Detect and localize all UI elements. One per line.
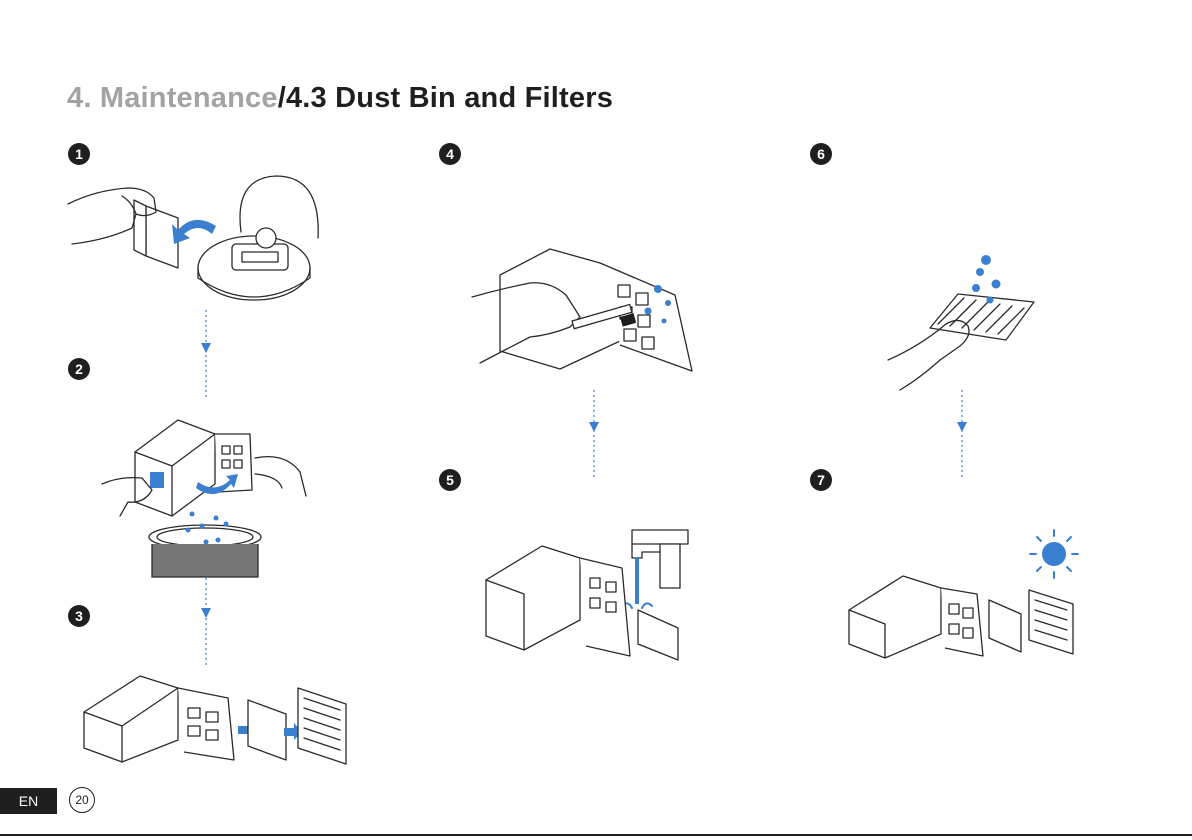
page-title: 4. Maintenance/4.3 Dust Bin and Filters: [67, 82, 613, 115]
flow-arrow-2-3: [198, 578, 214, 668]
step-1-illustration: [66, 168, 326, 308]
robot-vacuum-icon: [198, 176, 318, 300]
faucet-icon: [632, 530, 688, 588]
step-5-illustration: [482, 528, 692, 663]
sponge-filter-icon: [638, 610, 678, 660]
step-6-illustration: [880, 250, 1045, 400]
dust-bin-icon: [486, 546, 630, 656]
page-number: 20: [69, 787, 95, 813]
hand-right-icon: [255, 457, 306, 496]
step-5-badge: 5: [439, 469, 461, 491]
subsection-title: /4.3 Dust Bin and Filters: [278, 82, 613, 114]
sponge-filter-icon: [989, 600, 1021, 652]
release-button-icon: [150, 472, 164, 488]
hepa-filter-icon: [1029, 590, 1073, 654]
sponge-filter-icon: [248, 700, 286, 760]
flow-arrow-4-5: [586, 390, 602, 480]
step-6-badge: 6: [810, 143, 832, 165]
step-4-badge: 4: [439, 143, 461, 165]
hepa-filter-icon: [298, 688, 346, 764]
section-title: 4. Maintenance: [67, 82, 278, 114]
step-2-badge: 2: [68, 358, 90, 380]
flow-arrow-6-7: [954, 390, 970, 480]
step-1-badge: 1: [68, 143, 90, 165]
step-7-badge: 7: [810, 469, 832, 491]
bottom-rule: [0, 834, 1192, 836]
step-3-badge: 3: [68, 605, 90, 627]
language-badge: EN: [0, 788, 57, 814]
trash-can-icon: [149, 512, 261, 578]
sun-icon: [1030, 530, 1078, 578]
step-7-illustration: [845, 528, 1085, 663]
step-2-illustration: [100, 412, 310, 582]
dust-bin-icon: [500, 249, 692, 371]
step-3-illustration: [78, 668, 358, 766]
dust-bin-icon: [84, 676, 234, 762]
flow-arrow-1-2: [198, 310, 214, 400]
dust-bin-icon: [135, 420, 252, 516]
step-4-illustration: [470, 245, 700, 380]
dust-bin-icon: [849, 576, 983, 658]
hepa-filter-icon: [930, 294, 1034, 340]
